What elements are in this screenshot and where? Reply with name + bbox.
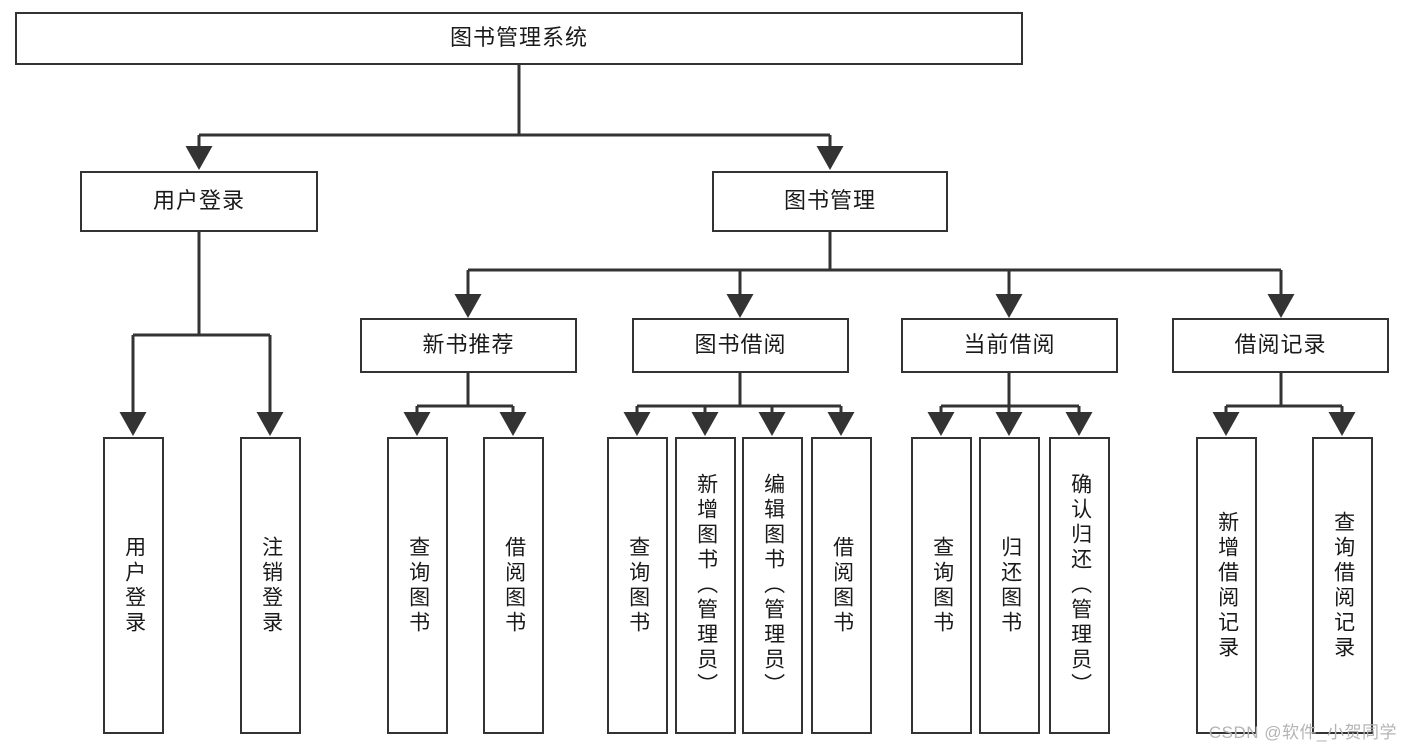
leaf-label: 新增借阅记录: [1215, 510, 1239, 661]
node-current-borrow[interactable]: 当前借阅: [901, 318, 1118, 373]
leaf-borrow-records-add[interactable]: 新增借阅记录: [1196, 437, 1257, 734]
leaf-book-borrow-edit[interactable]: 编辑图书（管理员）: [742, 437, 803, 734]
leaf-book-borrow-add[interactable]: 新增图书（管理员）: [675, 437, 736, 734]
node-new-book-recommend[interactable]: 新书推荐: [360, 318, 577, 373]
leaf-label: 查询图书: [626, 535, 650, 636]
leaf-user-login-logout[interactable]: 注销登录: [240, 437, 301, 734]
leaf-label: 归还图书: [998, 535, 1022, 636]
leaf-label: 查询借阅记录: [1331, 510, 1355, 661]
leaf-book-borrow-borrow[interactable]: 借阅图书: [811, 437, 872, 734]
node-root[interactable]: 图书管理系统: [15, 12, 1023, 65]
node-book-management-label: 图书管理: [783, 188, 876, 214]
leaf-borrow-records-query[interactable]: 查询借阅记录: [1312, 437, 1373, 734]
leaf-current-borrow-confirm-return[interactable]: 确认归还（管理员）: [1049, 437, 1110, 734]
node-user-login[interactable]: 用户登录: [80, 171, 318, 232]
leaf-label: 用户登录: [122, 535, 146, 636]
leaf-label: 新增图书（管理员）: [694, 473, 718, 698]
leaf-label: 注销登录: [259, 535, 283, 636]
leaf-new-book-query[interactable]: 查询图书: [387, 437, 448, 734]
node-root-label: 图书管理系统: [449, 25, 588, 51]
leaf-current-borrow-return[interactable]: 归还图书: [979, 437, 1040, 734]
leaf-label: 确认归还（管理员）: [1068, 473, 1092, 698]
node-borrow-records-label: 借阅记录: [1234, 332, 1327, 358]
leaf-new-book-borrow[interactable]: 借阅图书: [483, 437, 544, 734]
node-new-book-recommend-label: 新书推荐: [422, 332, 515, 358]
leaf-label: 借阅图书: [830, 535, 854, 636]
leaf-label: 查询图书: [406, 535, 430, 636]
node-book-borrow-label: 图书借阅: [694, 332, 787, 358]
node-current-borrow-label: 当前借阅: [963, 332, 1056, 358]
node-book-borrow[interactable]: 图书借阅: [632, 318, 849, 373]
leaf-current-borrow-query[interactable]: 查询图书: [911, 437, 972, 734]
leaf-label: 查询图书: [930, 535, 954, 636]
leaf-label: 编辑图书（管理员）: [761, 473, 785, 698]
leaf-book-borrow-query[interactable]: 查询图书: [607, 437, 668, 734]
node-user-login-label: 用户登录: [152, 188, 245, 214]
node-book-management[interactable]: 图书管理: [712, 171, 948, 232]
leaf-label: 借阅图书: [502, 535, 526, 636]
leaf-user-login-login[interactable]: 用户登录: [103, 437, 164, 734]
node-borrow-records[interactable]: 借阅记录: [1172, 318, 1389, 373]
